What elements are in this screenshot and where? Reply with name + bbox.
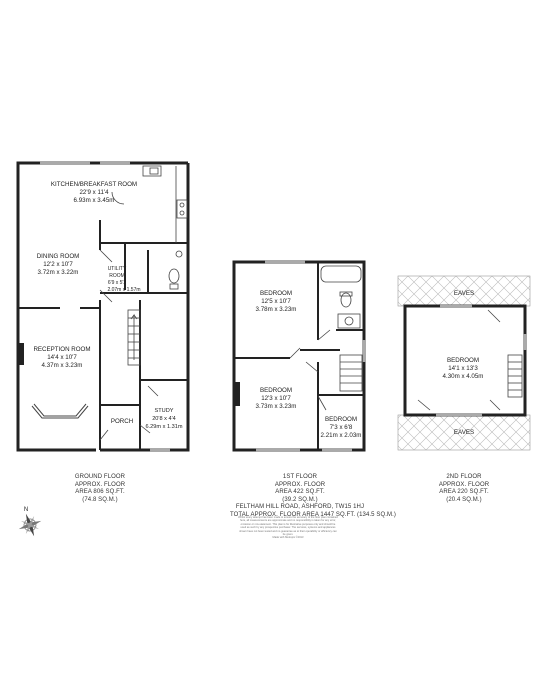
- ground-floor: [16, 161, 190, 452]
- kitchen-fixtures: [111, 165, 188, 290]
- bedroom3-name: BEDROOM: [325, 416, 357, 423]
- utility-name-1: UTILITY: [108, 266, 127, 272]
- disclaimer-body: Whilst every attempt has been made to en…: [238, 516, 338, 537]
- first-floor-area-sqft: AREA 422 SQ.FT.: [275, 489, 325, 495]
- first-floor-caption: 1ST FLOOR APPROX. FLOOR AREA 422 SQ.FT. …: [230, 474, 396, 519]
- ground-floor-area-sqm: (74.8 SQ.M.): [82, 496, 118, 503]
- total-floor-area: TOTAL APPROX. FLOOR AREA 1447 SQ.FT. (13…: [230, 511, 396, 518]
- bedroom3-metric: 2.21m x 2.03m: [321, 432, 362, 439]
- ground-stairs: [127, 309, 141, 366]
- first-floor-approx: APPROX. FLOOR: [274, 481, 326, 488]
- ground-outer-wall-left: [16, 161, 188, 452]
- study-metric: 6.29m x 1.31m: [146, 424, 183, 430]
- bedroom1-imperial: 12'5 x 10'7: [261, 298, 291, 305]
- bedroom3-imperial: 7'3 x 6'8: [330, 424, 353, 431]
- bedroom2-imperial: 12'3 x 10'7: [261, 395, 291, 402]
- bedroom2-name: BEDROOM: [260, 387, 292, 394]
- reception-imperial: 14'4 x 10'7: [47, 354, 77, 361]
- eaves-top-area: [397, 275, 531, 307]
- ground-windows: [40, 161, 170, 452]
- first-floor-area-sqm: (39.2 SQ.M.): [282, 496, 318, 503]
- bedroom1-metric: 3.78m x 3.23m: [256, 306, 297, 313]
- kitchen-imperial: 22'9 x 11'4: [79, 189, 109, 196]
- second-floor-approx: APPROX. FLOOR: [438, 481, 490, 488]
- bedroom2-metric: 3.73m x 3.23m: [256, 403, 297, 410]
- bedroom4-name: BEDROOM: [447, 357, 479, 364]
- ground-floor-title: GROUND FLOOR: [74, 474, 126, 480]
- eaves-bottom-label: EAVES: [454, 429, 474, 436]
- bedroom1-name: BEDROOM: [260, 290, 292, 297]
- compass-north-label: N: [24, 507, 28, 513]
- ground-floor-caption: GROUND FLOOR APPROX. FLOOR AREA 806 SQ.F…: [60, 474, 140, 504]
- chimney-breast-icon: [234, 382, 240, 406]
- first-floor-title: 1ST FLOOR: [282, 474, 318, 480]
- ground-outer-wall-right: [100, 163, 190, 452]
- compass-icon: [18, 513, 42, 537]
- second-floor-title: 2ND FLOOR: [446, 474, 482, 480]
- dining-imperial: 12'2 x 10'7: [43, 261, 73, 268]
- first-doors: [289, 329, 331, 411]
- ground-doors: [99, 249, 159, 441]
- kitchen-metric: 6.93m x 3.45m: [74, 197, 115, 204]
- utility-metric: 2.07m x 1.57m: [107, 287, 140, 293]
- bay-window: [31, 403, 89, 419]
- eaves-top-label: EAVES: [454, 290, 474, 297]
- made-with-credit: Made with Metropix ©2013: [272, 536, 304, 540]
- ground-floor-area-sqft: AREA 806 SQ.FT.: [75, 489, 125, 495]
- ground-floor-approx: APPROX. FLOOR: [74, 481, 126, 488]
- study-imperial: 20'8 x 4'4: [152, 416, 176, 422]
- second-floor-caption: 2ND FLOOR APPROX. FLOOR AREA 220 SQ.FT. …: [424, 474, 504, 504]
- study-name: STUDY: [155, 408, 174, 414]
- kitchen-name: KITCHEN/BREAKFAST ROOM: [51, 181, 137, 188]
- bathroom-fixtures: [320, 265, 362, 329]
- reception-name: RECEPTION ROOM: [33, 346, 90, 353]
- bedroom4-imperial: 14'1 x 13'3: [448, 365, 478, 372]
- room-labels: KITCHEN/BREAKFAST ROOM 22'9 x 11'4 6.93m…: [33, 181, 483, 439]
- dining-metric: 3.72m x 3.22m: [38, 269, 79, 276]
- first-stairs: [339, 354, 363, 392]
- property-address: FELTHAM HILL ROAD, ASHFORD, TW15 1HJ: [235, 504, 365, 510]
- porch-name: PORCH: [111, 418, 133, 425]
- utility-name-2: ROOM: [109, 273, 125, 279]
- dining-name: DINING ROOM: [37, 253, 80, 260]
- reception-metric: 4.37m x 3.23m: [42, 362, 83, 369]
- bedroom4-metric: 4.30m x 4.05m: [443, 373, 484, 380]
- second-stairs: [417, 309, 523, 411]
- second-outer-wall: [403, 304, 527, 417]
- second-floor-area-sqft: AREA 220 SQ.FT.: [439, 489, 489, 495]
- second-windows: [436, 304, 527, 417]
- fireplace-icon: [18, 343, 24, 365]
- first-windows: [256, 260, 366, 452]
- disclaimer-text: Whilst every attempt has been made to en…: [238, 516, 338, 540]
- eaves-bottom-area: [397, 414, 531, 451]
- second-floor-area-sqm: (20.4 SQ.M.): [446, 496, 482, 503]
- utility-imperial: 6'9 x 5'2: [108, 280, 127, 286]
